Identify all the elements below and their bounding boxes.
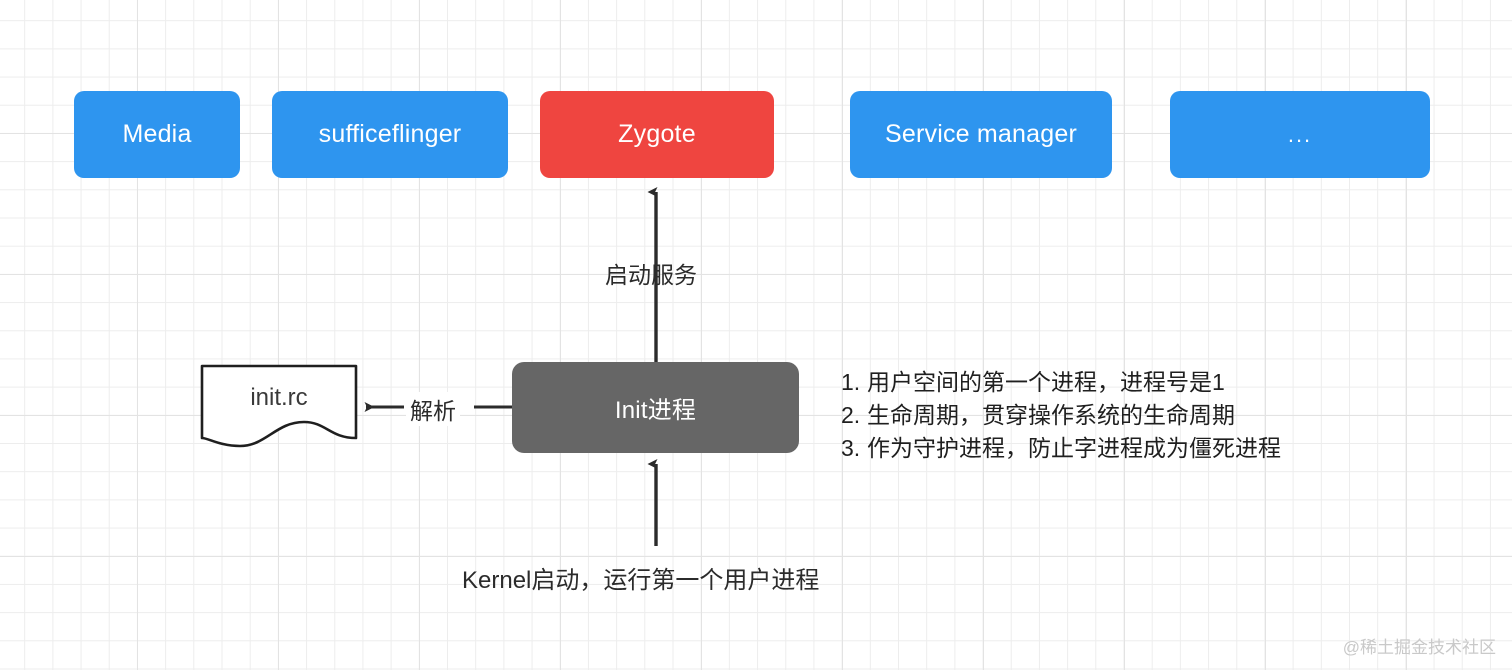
note-item: 1.用户空间的第一个进程，进程号是1 [841,366,1281,399]
note-number: 3. [841,435,861,461]
node-sufficeflinger[interactable]: sufficeflinger [272,91,508,178]
note-number: 2. [841,402,861,428]
note-item: 3.作为守护进程，防止字进程成为僵死进程 [841,432,1281,465]
notes-list: 1.用户空间的第一个进程，进程号是1 2.生命周期，贯穿操作系统的生命周期 3.… [841,366,1281,465]
node-media[interactable]: Media [74,91,240,178]
node-service-manager[interactable]: Service manager [850,91,1112,178]
note-text: 生命周期，贯穿操作系统的生命周期 [867,402,1235,428]
caption-kernel-boot: Kernel启动，运行第一个用户进程 [462,567,820,594]
node-init-process[interactable]: Init进程 [512,362,799,453]
edge-label-parse: 解析 [406,392,460,426]
node-ellipsis[interactable]: ... [1170,91,1430,178]
note-item: 2.生命周期，贯穿操作系统的生命周期 [841,399,1281,432]
note-number: 1. [841,369,861,395]
initrc-document-shape [200,364,358,448]
watermark: @稀土掘金技术社区 [1342,638,1496,657]
node-zygote[interactable]: Zygote [540,91,774,178]
edge-label-start-service: 启动服务 [605,262,697,288]
note-text: 用户空间的第一个进程，进程号是1 [867,369,1225,395]
initrc-label: init.rc [250,384,308,411]
note-text: 作为守护进程，防止字进程成为僵死进程 [867,435,1281,461]
